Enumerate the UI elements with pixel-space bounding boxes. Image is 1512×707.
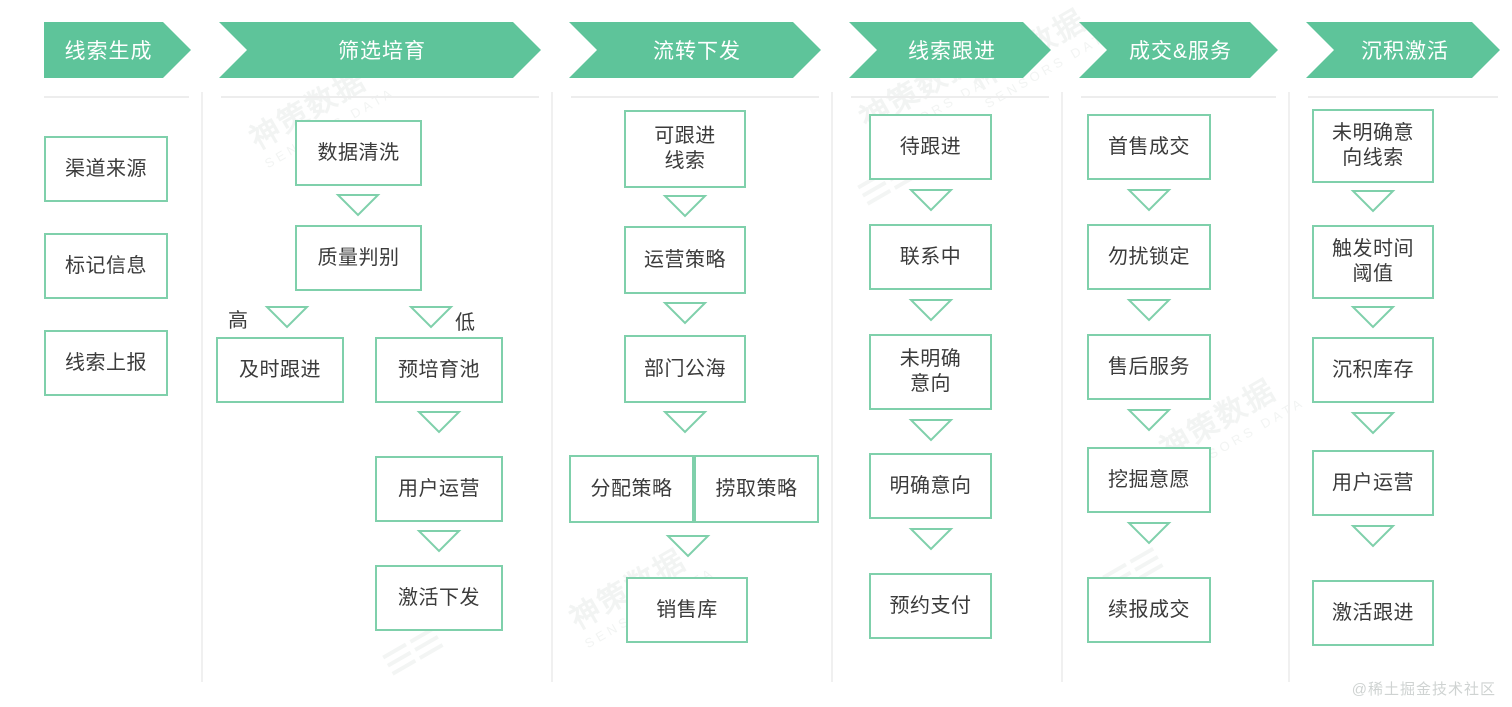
stage-column-circulation-dispatch: 流转下发 可跟进 线索 运营策略 部门公海 分配策略 捞取策略 <box>553 0 833 707</box>
header-underline-0 <box>44 96 189 98</box>
arrow-down-icon-3c <box>908 417 954 443</box>
arrow-down-icon-2c <box>662 409 708 435</box>
arrow-down-icon-low <box>408 304 454 330</box>
arrow-down-icon-4c <box>1126 407 1172 433</box>
stage-body-lead-followup: 待跟进 联系中 未明确 意向 明确意向 预约支付 <box>833 92 1063 704</box>
node-reserved-payment[interactable]: 预约支付 <box>869 573 992 639</box>
stage-column-dormant-reactivation: 沉积激活 未明确意 向线索 触发时间 阈值 沉积库存 用户运营 <box>1290 0 1512 707</box>
stage-body-dormant-reactivation: 未明确意 向线索 触发时间 阈值 沉积库存 用户运营 激活跟进 <box>1290 92 1512 704</box>
node-fetch-strategy[interactable]: 捞取策略 <box>694 455 819 523</box>
arrow-down-icon-4d <box>1126 520 1172 546</box>
column-divider-0 <box>201 92 203 682</box>
stage-header-screening-nurturing[interactable]: 筛选培育 <box>219 22 541 78</box>
node-after-sales[interactable]: 售后服务 <box>1087 334 1211 400</box>
stage-header-wrap-2: 流转下发 <box>553 0 833 98</box>
header-underline-3 <box>851 96 1049 98</box>
stage-column-screening-nurturing: 筛选培育 数据清洗 质量判别 高 低 及时跟进 预培育池 <box>203 0 553 707</box>
arrow-down-icon-4b <box>1126 297 1172 323</box>
node-unclear-intent[interactable]: 未明确 意向 <box>869 334 992 410</box>
stage-column-deal-and-service: 成交&服务 首售成交 勿扰锁定 售后服务 挖掘意愿 <box>1063 0 1290 707</box>
arrow-down-icon-2b <box>662 300 708 326</box>
node-unclear-intent-lead[interactable]: 未明确意 向线索 <box>1312 109 1434 183</box>
node-clear-intent[interactable]: 明确意向 <box>869 453 992 519</box>
node-contacting[interactable]: 联系中 <box>869 224 992 290</box>
branch-label-high: 高 <box>228 310 248 332</box>
node-activate-followup[interactable]: 激活跟进 <box>1312 580 1434 646</box>
column-divider-3 <box>1061 92 1063 682</box>
node-user-operation[interactable]: 用户运营 <box>375 456 503 522</box>
node-pre-nurture-pool[interactable]: 预培育池 <box>375 337 503 403</box>
arrow-down-icon-5c <box>1350 410 1396 436</box>
column-divider-4 <box>1288 92 1290 682</box>
node-dormant-inventory[interactable]: 沉积库存 <box>1312 337 1434 403</box>
node-dept-public-pool[interactable]: 部门公海 <box>624 335 746 403</box>
header-underline-5 <box>1308 96 1498 98</box>
arrow-down-icon-3b <box>908 297 954 323</box>
arrow-down-icon-1b <box>416 409 462 435</box>
stage-header-wrap-5: 沉积激活 <box>1290 0 1512 98</box>
stage-header-wrap-1: 筛选培育 <box>203 0 553 98</box>
stage-column-lead-generation: 线索生成 渠道来源 标记信息 线索上报 <box>0 0 203 707</box>
arrow-down-icon-3a <box>908 187 954 213</box>
header-underline-2 <box>571 96 819 98</box>
node-dnd-lock[interactable]: 勿扰锁定 <box>1087 224 1211 290</box>
column-divider-1 <box>551 92 553 682</box>
node-activate-dispatch[interactable]: 激活下发 <box>375 565 503 631</box>
node-mine-willingness[interactable]: 挖掘意愿 <box>1087 447 1211 513</box>
arrow-down-icon-5d <box>1350 523 1396 549</box>
header-underline-1 <box>221 96 539 98</box>
arrow-down-icon-high <box>264 304 310 330</box>
credit-watermark: @稀土掘金技术社区 <box>1351 681 1496 698</box>
stage-header-wrap-0: 线索生成 <box>0 0 203 98</box>
node-lead-report[interactable]: 线索上报 <box>44 330 168 396</box>
node-allocation-strategy[interactable]: 分配策略 <box>569 455 694 523</box>
arrow-down-icon-5a <box>1350 188 1396 214</box>
stage-body-circulation-dispatch: 可跟进 线索 运营策略 部门公海 分配策略 捞取策略 销售库 <box>553 92 833 704</box>
stage-header-dormant-reactivation[interactable]: 沉积激活 <box>1306 22 1500 78</box>
column-divider-2 <box>831 92 833 682</box>
stage-body-screening-nurturing: 数据清洗 质量判别 高 低 及时跟进 预培育池 用户运营 <box>203 92 553 704</box>
arrow-down-icon-4a <box>1126 187 1172 213</box>
arrow-down-icon-1a <box>335 192 381 218</box>
stage-header-lead-generation[interactable]: 线索生成 <box>44 22 191 78</box>
stage-header-deal-and-service[interactable]: 成交&服务 <box>1079 22 1278 78</box>
arrow-down-icon-2d <box>665 533 711 559</box>
node-trigger-time-threshold[interactable]: 触发时间 阈值 <box>1312 225 1434 299</box>
node-pending-followup[interactable]: 待跟进 <box>869 114 992 180</box>
node-timely-followup[interactable]: 及时跟进 <box>216 337 344 403</box>
node-renewal-deal[interactable]: 续报成交 <box>1087 577 1211 643</box>
stage-body-deal-and-service: 首售成交 勿扰锁定 售后服务 挖掘意愿 续报成交 <box>1063 92 1290 704</box>
stage-header-circulation-dispatch[interactable]: 流转下发 <box>569 22 821 78</box>
arrow-down-icon-5b <box>1350 304 1396 330</box>
arrow-down-icon-2a <box>662 193 708 219</box>
node-followable-leads[interactable]: 可跟进 线索 <box>624 110 746 188</box>
node-mark-info[interactable]: 标记信息 <box>44 233 168 299</box>
node-channel-source[interactable]: 渠道来源 <box>44 136 168 202</box>
node-user-operation-2[interactable]: 用户运营 <box>1312 450 1434 516</box>
node-data-cleaning[interactable]: 数据清洗 <box>295 120 422 186</box>
stage-header-wrap-3: 线索跟进 <box>833 0 1063 98</box>
stage-header-lead-followup[interactable]: 线索跟进 <box>849 22 1051 78</box>
node-sales-pool[interactable]: 销售库 <box>626 577 748 643</box>
node-quality-judgment[interactable]: 质量判别 <box>295 225 422 291</box>
arrow-down-icon-3d <box>908 526 954 552</box>
node-operation-strategy[interactable]: 运营策略 <box>624 226 746 294</box>
node-first-sale-deal[interactable]: 首售成交 <box>1087 114 1211 180</box>
arrow-down-icon-1c <box>416 528 462 554</box>
stage-header-wrap-4: 成交&服务 <box>1063 0 1290 98</box>
stage-body-lead-generation: 渠道来源 标记信息 线索上报 <box>0 92 203 704</box>
header-underline-4 <box>1081 96 1276 98</box>
stage-column-lead-followup: 线索跟进 待跟进 联系中 未明确 意向 明确意向 <box>833 0 1063 707</box>
branch-label-low: 低 <box>455 312 475 334</box>
